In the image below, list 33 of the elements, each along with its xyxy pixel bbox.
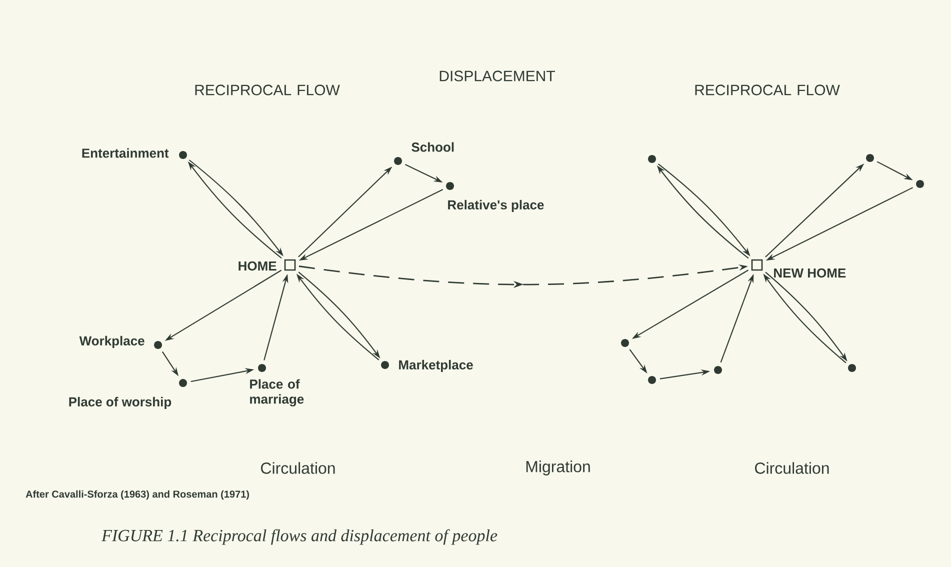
place-label: Entertainment [82,148,169,158]
place-dot [621,339,629,347]
place-label: HOME [238,261,276,271]
place-dot [648,376,656,384]
section-label: Migration [526,460,590,476]
place-dot [714,366,722,374]
place-dot [866,154,874,162]
source-note: After Cavalli-Sforza (1963) and Roseman (1971) [26,490,249,500]
place-label: Relative's place [448,200,544,212]
figure-caption: FIGURE 1.1 Reciprocal flows and displacement of people [101,529,498,545]
place-dot [258,364,266,372]
section-heading: DISPLACEMENT [440,70,555,82]
section-heading: RECIPROCAL FLOW [695,84,840,96]
place-dot [394,157,402,165]
place-dot [848,364,856,372]
place-label: School [412,142,454,152]
place-label: Place of worship [69,396,172,410]
place-dot [648,155,656,163]
place-dot [179,379,187,387]
home-square [284,259,296,271]
place-label: Marketplace [399,360,473,372]
place-dot [916,180,924,188]
place-label: Workplace [79,336,144,348]
place-dot [154,341,162,349]
place-label: NEW HOME [774,268,846,278]
section-heading: RECIPROCAL FLOW [195,84,340,96]
section-label: Circulation [755,462,829,474]
place-dot [446,182,454,190]
home-square [751,259,763,271]
place-dot [381,361,389,369]
place-label: Place of marriage [250,379,304,406]
place-dot [179,151,187,159]
section-label: Circulation [261,462,335,474]
